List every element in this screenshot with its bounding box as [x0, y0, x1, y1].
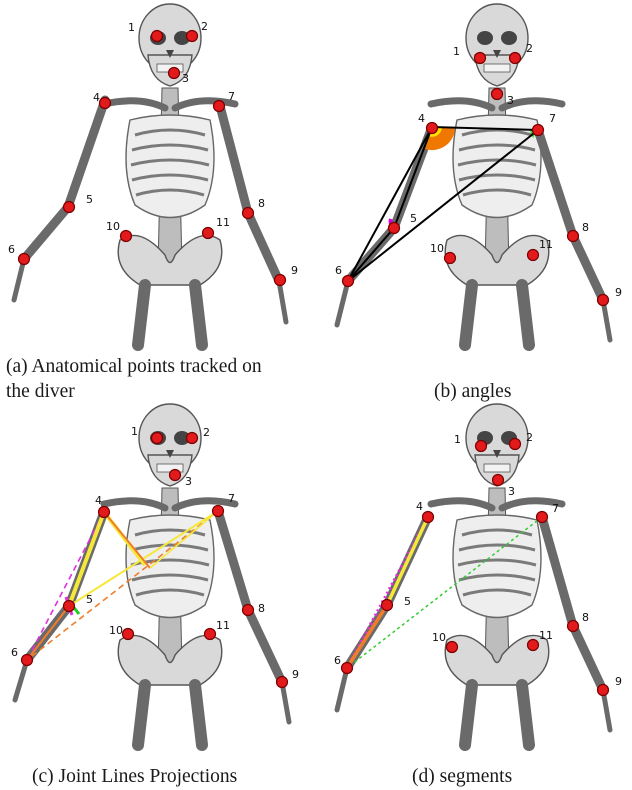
keypoint-3	[170, 470, 181, 481]
keypoint-9	[275, 275, 286, 286]
keypoint-5	[64, 601, 75, 612]
keypoint-8	[243, 208, 254, 219]
keypoint-1	[152, 31, 163, 42]
keypoint-7	[537, 512, 548, 523]
keypoint-10	[121, 231, 132, 242]
keypoint-3	[492, 89, 503, 100]
label-10: 10	[432, 631, 446, 644]
keypoint-9	[598, 295, 609, 306]
label-10: 10	[106, 220, 120, 233]
caption-b: (b) angles	[434, 381, 511, 402]
label-7: 7	[552, 502, 559, 515]
label-2: 2	[201, 20, 208, 33]
keypoint-5	[389, 223, 400, 234]
keypoint-11	[205, 629, 216, 640]
label-5: 5	[410, 212, 417, 225]
label-10: 10	[109, 624, 123, 637]
label-1: 1	[453, 45, 460, 58]
label-9: 9	[292, 668, 299, 681]
keypoint-2	[187, 31, 198, 42]
caption-c: (c) Joint Lines Projections	[32, 766, 237, 787]
label-1: 1	[131, 425, 138, 438]
keypoint-1	[476, 441, 487, 452]
label-4: 4	[93, 91, 100, 104]
keypoint-3	[169, 68, 180, 79]
label-7: 7	[228, 492, 235, 505]
label-7: 7	[549, 112, 556, 125]
label-6: 6	[11, 646, 18, 659]
keypoint-11	[528, 640, 539, 651]
keypoint-1	[475, 53, 486, 64]
label-2: 2	[203, 426, 210, 439]
keypoint-8	[243, 605, 254, 616]
keypoint-2	[510, 53, 521, 64]
keypoint-9	[277, 677, 288, 688]
label-6: 6	[8, 243, 15, 256]
keypoint-3	[493, 475, 504, 486]
label-1: 1	[454, 433, 461, 446]
label-8: 8	[258, 602, 265, 615]
panel-d: 1 2 3 4 5 6 7 8 9 10 11	[334, 404, 622, 745]
keypoint-2	[187, 433, 198, 444]
keypoint-4	[100, 98, 111, 109]
keypoint-4	[423, 512, 434, 523]
keypoint-10	[445, 253, 456, 264]
label-5: 5	[86, 593, 93, 606]
label-6: 6	[335, 264, 342, 277]
label-3: 3	[508, 485, 515, 498]
label-4: 4	[416, 500, 423, 513]
keypoint-10	[123, 629, 134, 640]
keypoint-4	[99, 507, 110, 518]
label-7: 7	[228, 90, 235, 103]
label-3: 3	[182, 72, 189, 85]
keypoint-2	[510, 439, 521, 450]
label-11: 11	[539, 238, 553, 251]
caption-d: (d) segments	[412, 766, 512, 787]
caption-a-line2: the diver	[6, 381, 75, 402]
keypoint-6	[343, 276, 354, 287]
label-2: 2	[526, 431, 533, 444]
label-4: 4	[418, 112, 425, 125]
keypoint-8	[568, 621, 579, 632]
label-11: 11	[216, 619, 230, 632]
label-11: 11	[216, 216, 230, 229]
keypoint-8	[568, 231, 579, 242]
label-1: 1	[128, 21, 135, 34]
keypoint-7	[214, 101, 225, 112]
keypoint-7	[533, 125, 544, 136]
label-5: 5	[404, 595, 411, 608]
keypoint-9	[598, 685, 609, 696]
label-9: 9	[291, 264, 298, 277]
keypoint-6	[22, 655, 33, 666]
keypoint-6	[342, 663, 353, 674]
keypoint-5	[382, 600, 393, 611]
keypoint-7	[213, 506, 224, 517]
label-4: 4	[95, 494, 102, 507]
keypoint-11	[203, 228, 214, 239]
label-8: 8	[582, 221, 589, 234]
keypoint-5	[64, 202, 75, 213]
label-3: 3	[507, 94, 514, 107]
label-8: 8	[258, 197, 265, 210]
keypoint-10	[447, 642, 458, 653]
keypoint-6	[19, 254, 30, 265]
label-9: 9	[615, 675, 622, 688]
label-6: 6	[334, 654, 341, 667]
panel-b: 1 2 3 4 5 6 7 8 9 10 11	[335, 4, 622, 345]
label-9: 9	[615, 286, 622, 299]
label-8: 8	[582, 611, 589, 624]
keypoint-1	[152, 433, 163, 444]
label-2: 2	[526, 42, 533, 55]
panel-a: 1 2 3 4 5 6 7 8 9 10 11	[8, 4, 298, 345]
label-11: 11	[539, 629, 553, 642]
label-3: 3	[185, 475, 192, 488]
caption-a-line1: (a) Anatomical points tracked on	[6, 356, 262, 377]
panel-c: 1 2 3 4 5 6 7 8 9 10 11	[11, 404, 299, 745]
keypoint-11	[528, 250, 539, 261]
keypoint-4	[427, 123, 438, 134]
label-5: 5	[86, 193, 93, 206]
label-10: 10	[430, 242, 444, 255]
